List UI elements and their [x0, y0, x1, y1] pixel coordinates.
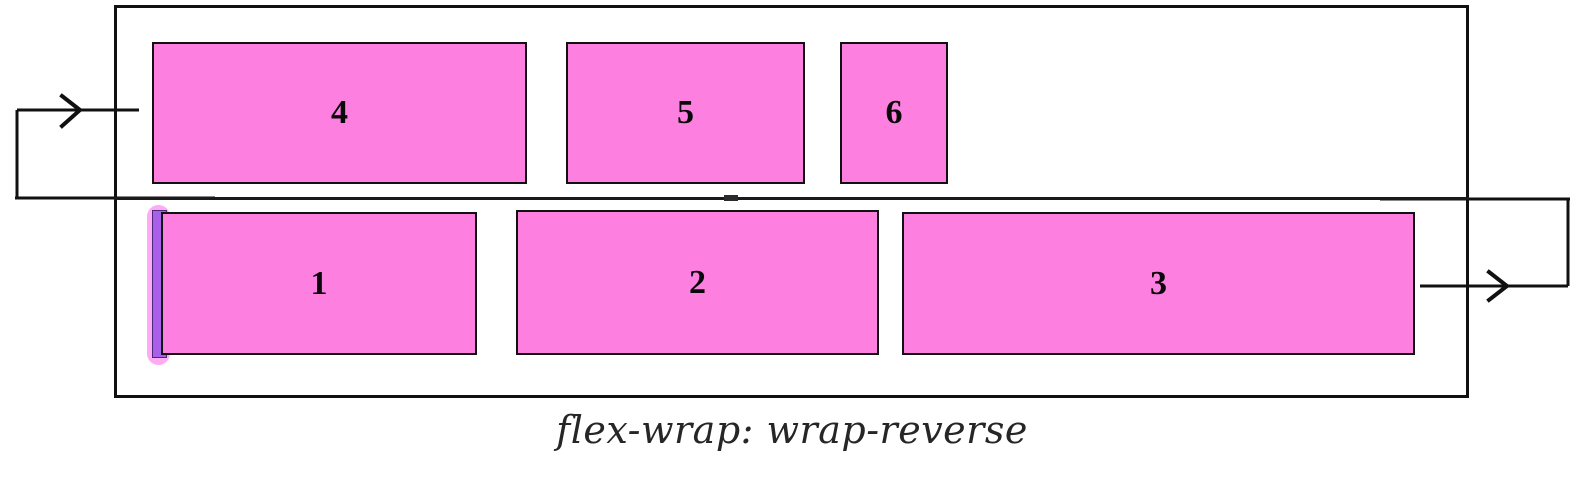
flex-item-6[interactable]: 6	[840, 42, 948, 184]
diagram-caption: flex-wrap: wrap-reverse	[556, 408, 1028, 452]
flex-container	[114, 5, 1469, 398]
flex-item-label: 6	[885, 94, 903, 131]
flex-item-4[interactable]: 4	[152, 42, 527, 184]
flex-item-label: 2	[689, 263, 706, 301]
flex-line-divider	[114, 197, 1469, 200]
flex-item-2[interactable]: 2	[516, 210, 879, 355]
flex-item-label: 3	[1150, 264, 1167, 302]
flex-item-label: 4	[331, 94, 348, 131]
flex-item-5[interactable]: 5	[566, 42, 805, 184]
flex-item-label: 5	[677, 94, 694, 131]
flex-line-divider-tick	[724, 195, 738, 201]
flex-item-3[interactable]: 3	[902, 212, 1415, 355]
flex-item-1[interactable]: 1	[161, 212, 477, 355]
flex-item-label: 1	[310, 264, 328, 302]
